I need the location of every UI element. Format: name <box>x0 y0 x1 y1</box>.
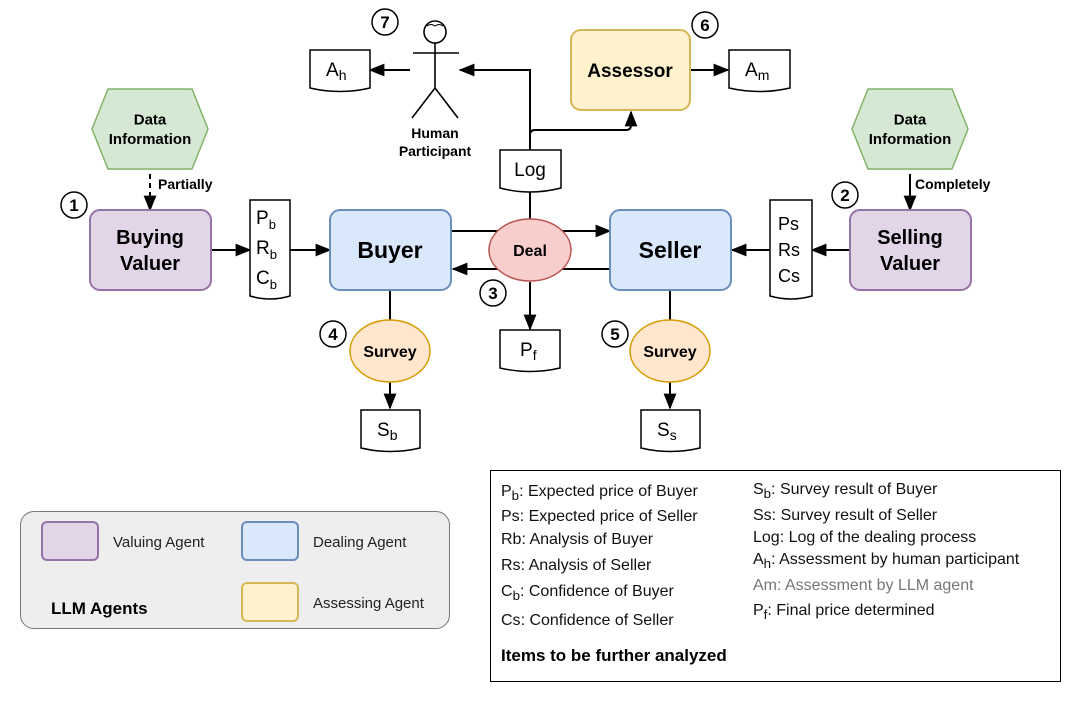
log-document: Log <box>499 149 562 193</box>
cb-label: Cb <box>256 268 277 292</box>
item-sb: Sb: Survey result of Buyer <box>753 481 938 502</box>
survey-seller: Survey <box>629 319 711 383</box>
step-marker-7: 7 <box>371 8 399 36</box>
step-marker-6: 6 <box>691 11 719 39</box>
assessor-agent: Assessor <box>570 29 691 111</box>
item-ah: Ah: Assessment by human participant <box>753 551 1020 572</box>
step-marker-1: 1 <box>60 191 88 219</box>
survey-buyer-label: Survey <box>363 344 416 361</box>
pb-label: Pb <box>256 208 276 232</box>
log-label: Log <box>514 160 546 181</box>
step-marker-2: 2 <box>831 181 859 209</box>
step-marker-4: 4 <box>319 320 347 348</box>
item-am: Am: Assessment by LLM agent <box>753 577 974 594</box>
deal-label: Deal <box>513 243 547 260</box>
ps-label: Ps <box>778 214 799 234</box>
sb-document: Sb <box>360 409 421 453</box>
sb-label: Sb <box>377 420 398 443</box>
svg-text:7: 7 <box>380 13 389 32</box>
item-cs: Cs: Confidence of Seller <box>501 612 674 629</box>
svg-text:2: 2 <box>840 186 849 205</box>
ah-label: Ah <box>326 60 346 83</box>
svg-text:5: 5 <box>610 325 619 344</box>
pf-label: Pf <box>520 340 537 363</box>
buyer-agent: Buyer <box>329 209 452 291</box>
edge-log-to-assessor <box>529 110 638 150</box>
deal-node: Deal <box>488 218 572 282</box>
legend-panel: Valuing Agent Dealing Agent Assessing Ag… <box>20 511 450 629</box>
assessing-agent-legend-label: Assessing Agent <box>313 595 424 612</box>
item-ss: Ss: Survey result of Seller <box>753 507 938 524</box>
item-pf: Pf: Final price determined <box>753 602 935 623</box>
valuing-agent-swatch <box>41 521 99 561</box>
ah-document: Ah <box>309 49 371 93</box>
assessing-agent-swatch <box>241 582 299 622</box>
edge-label-completely: Completely <box>915 176 991 192</box>
items-panel: Pb: Expected price of Buyer Ps: Expected… <box>490 470 1061 682</box>
svg-text:1: 1 <box>69 196 78 215</box>
svg-text:4: 4 <box>328 325 338 344</box>
svg-text:3: 3 <box>488 284 497 303</box>
item-pb: Pb: Expected price of Buyer <box>501 483 698 504</box>
item-rs: Rs: Analysis of Seller <box>501 557 652 574</box>
valuing-agent-legend-label: Valuing Agent <box>113 534 205 551</box>
ss-label: Ss <box>657 420 677 443</box>
seller-valuation-document: Ps Rs Cs <box>769 199 813 300</box>
pf-document: Pf <box>499 329 561 373</box>
items-title: Items to be further analyzed <box>501 646 727 665</box>
ss-document: Ss <box>640 409 701 453</box>
cs-label: Cs <box>778 266 800 286</box>
am-document: Am <box>728 49 791 93</box>
rs-label: Rs <box>778 240 800 260</box>
item-rb: Rb: Analysis of Buyer <box>501 531 654 548</box>
assessor-label: Assessor <box>587 61 673 82</box>
step-marker-3: 3 <box>479 279 507 307</box>
dealing-agent-legend-label: Dealing Agent <box>313 534 407 551</box>
item-ps: Ps: Expected price of Seller <box>501 508 698 525</box>
seller-label: Seller <box>639 237 702 263</box>
dealing-agent-swatch <box>241 521 299 561</box>
seller-agent: Seller <box>609 209 732 291</box>
buyer-label: Buyer <box>357 237 422 263</box>
edge-log-to-human <box>458 63 531 150</box>
human-participant-figure <box>411 20 459 119</box>
step-markers: 1 2 3 4 5 6 7 <box>60 8 859 348</box>
step-marker-5: 5 <box>601 320 629 348</box>
am-label: Am <box>745 60 769 83</box>
item-log: Log: Log of the dealing process <box>753 529 977 546</box>
survey-buyer: Survey <box>349 319 431 383</box>
edge-label-partially: Partially <box>158 176 213 192</box>
buyer-valuation-document: Pb Rb Cb <box>249 199 291 300</box>
legend-title: LLM Agents <box>51 599 148 618</box>
survey-seller-label: Survey <box>643 344 696 361</box>
svg-text:6: 6 <box>700 16 709 35</box>
rb-label: Rb <box>256 238 277 262</box>
item-cb: Cb: Confidence of Buyer <box>501 583 674 604</box>
